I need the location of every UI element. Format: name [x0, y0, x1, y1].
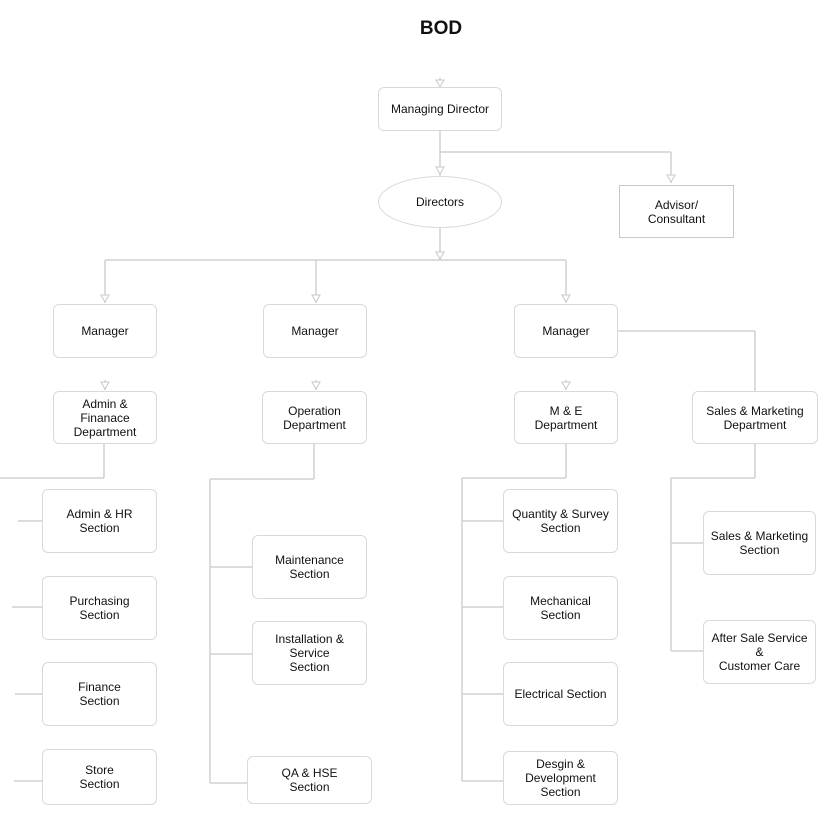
arrowhead: [100, 294, 110, 304]
department-label: Admin & Finanace Department: [73, 396, 137, 439]
manager-label: Manager: [81, 324, 129, 338]
section-label: Mechanical Section: [530, 594, 591, 622]
manager-label: Manager: [291, 324, 339, 338]
arrowhead: [666, 174, 676, 184]
department-label: Operation Department: [283, 403, 346, 432]
quantity-survey-section-node[interactable]: Quantity & Survey Section: [503, 489, 618, 553]
manager-me-node[interactable]: Manager: [514, 304, 618, 358]
section-label: Electrical Section: [514, 687, 607, 701]
section-label: Admin & HR Section: [66, 507, 133, 535]
arrowhead: [561, 294, 571, 304]
directors-label: Directors: [415, 195, 464, 209]
sales-marketing-department-node[interactable]: Sales & Marketing Department: [692, 391, 818, 444]
arrowhead: [100, 381, 110, 391]
installation-service-section-node[interactable]: Installation & Service Section: [252, 621, 367, 685]
section-label: Quantity & Survey Section: [512, 507, 609, 535]
admin-hr-section-node[interactable]: Admin & HR Section: [42, 489, 157, 553]
mechanical-section-node[interactable]: Mechanical Section: [503, 576, 618, 640]
design-development-section-node[interactable]: Desgin & Development Section: [503, 751, 618, 805]
managing-director-label: Managing Director: [390, 102, 490, 116]
section-label: QA & HSE Section: [281, 766, 338, 794]
arrowhead: [311, 294, 321, 304]
advisor-consultant-node[interactable]: Advisor/ Consultant: [619, 185, 734, 238]
arrowhead: [311, 381, 321, 391]
purchasing-section-node[interactable]: Purchasing Section: [42, 576, 157, 640]
arrowhead: [561, 381, 571, 391]
managing-director-node[interactable]: Managing Director: [378, 87, 502, 131]
admin-finance-department-node[interactable]: Admin & Finanace Department: [53, 391, 157, 444]
finance-section-node[interactable]: Finance Section: [42, 662, 157, 726]
me-department-node[interactable]: M & E Department: [514, 391, 618, 444]
arrowhead: [435, 251, 445, 261]
section-label: Finance Section: [78, 680, 121, 708]
after-sale-service-node[interactable]: After Sale Service & Customer Care: [703, 620, 816, 684]
department-label: Sales & Marketing Department: [706, 403, 804, 432]
manager-label: Manager: [542, 324, 590, 338]
operation-department-node[interactable]: Operation Department: [262, 391, 367, 444]
advisor-label: Advisor/ Consultant: [647, 197, 706, 226]
arrowhead: [435, 166, 445, 176]
directors-node[interactable]: Directors: [378, 176, 502, 228]
section-label: Store Section: [79, 763, 120, 791]
manager-operation-node[interactable]: Manager: [263, 304, 367, 358]
section-label: Desgin & Development Section: [525, 757, 596, 799]
section-label: Sales & Marketing Section: [710, 529, 809, 557]
qa-hse-section-node[interactable]: QA & HSE Section: [247, 756, 372, 804]
manager-admin-finance-node[interactable]: Manager: [53, 304, 157, 358]
maintenance-section-node[interactable]: Maintenance Section: [252, 535, 367, 599]
arrowhead: [435, 79, 445, 89]
sales-marketing-section-node[interactable]: Sales & Marketing Section: [703, 511, 816, 575]
chart-title: BOD: [419, 18, 463, 39]
section-label: Installation & Service Section: [275, 632, 344, 674]
electrical-section-node[interactable]: Electrical Section: [503, 662, 618, 726]
section-label: Purchasing Section: [69, 594, 130, 622]
section-label: After Sale Service & Customer Care: [711, 631, 808, 673]
section-label: Maintenance Section: [275, 553, 344, 581]
store-section-node[interactable]: Store Section: [42, 749, 157, 805]
department-label: M & E Department: [534, 403, 598, 432]
